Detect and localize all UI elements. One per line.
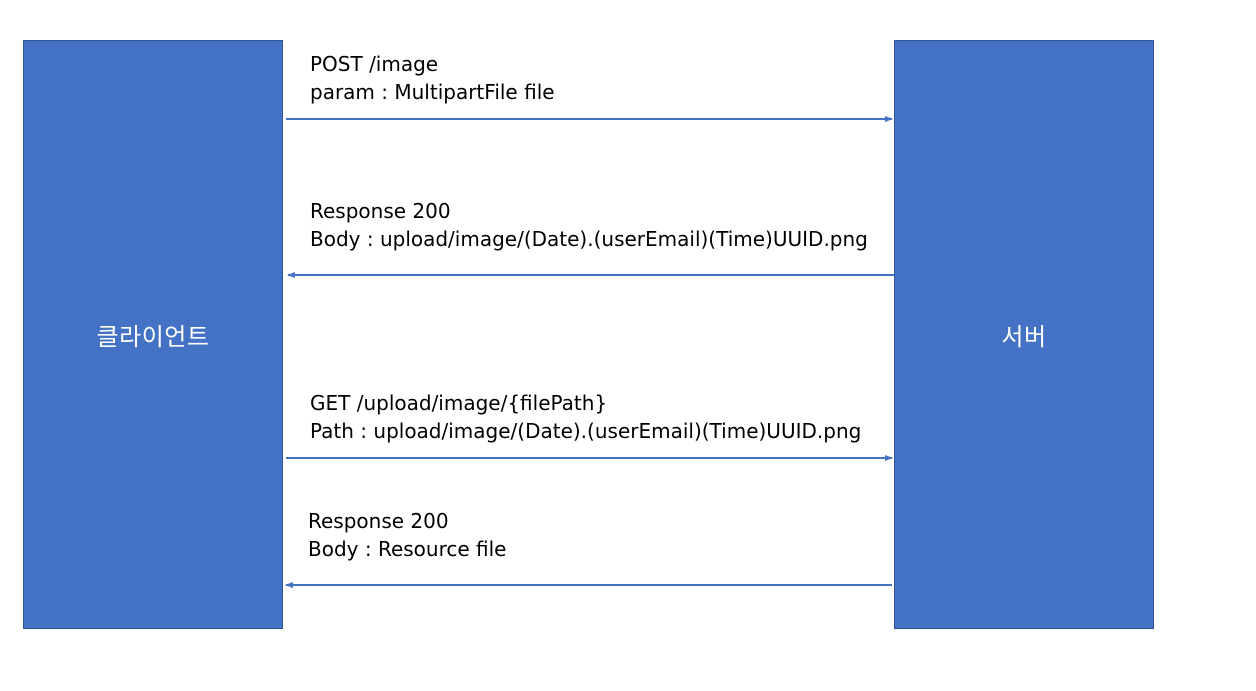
message-4-line-2: Body : Resource file xyxy=(308,537,507,561)
server-box: 서버 xyxy=(894,40,1154,629)
message-3-line-1: GET /upload/image/{filePath} xyxy=(310,391,608,415)
message-4-line-1: Response 200 xyxy=(308,509,449,533)
message-response-upload: Response 200 Body : upload/image/(Date).… xyxy=(310,197,868,253)
message-post-image: POST /image param : MultipartFile file xyxy=(310,50,555,106)
client-box: 클라이언트 xyxy=(23,40,283,629)
message-3-line-2: Path : upload/image/(Date).(userEmail)(T… xyxy=(310,419,862,443)
message-get-image: GET /upload/image/{filePath} Path : uplo… xyxy=(310,389,861,445)
message-2-line-1: Response 200 xyxy=(310,199,451,223)
message-1-line-1: POST /image xyxy=(310,52,439,76)
client-label: 클라이언트 xyxy=(96,323,210,351)
message-1-line-2: param : MultipartFile file xyxy=(310,80,555,104)
server-label: 서버 xyxy=(1001,323,1047,351)
message-2-line-2: Body : upload/image/(Date).(userEmail)(T… xyxy=(310,227,868,251)
message-response-resource: Response 200 Body : Resource file xyxy=(308,507,506,563)
